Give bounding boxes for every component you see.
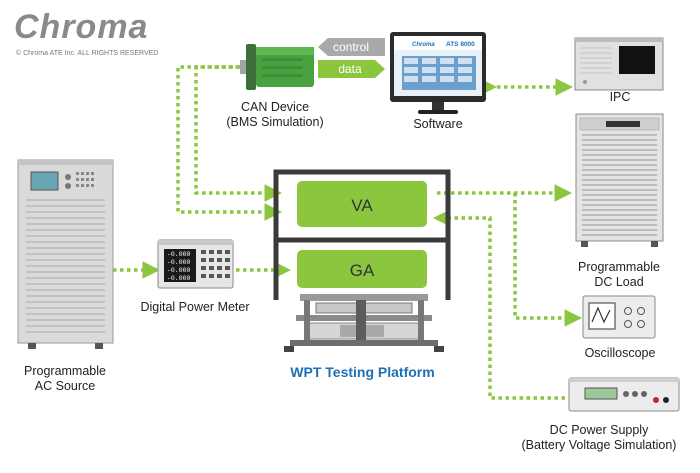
link-dcsupply-to-va: [433, 209, 565, 400]
meter-readings: -0.000 -0.000 -0.000 -0.000: [167, 251, 191, 282]
platform-title: WPT Testing Platform: [290, 364, 435, 380]
software-label: Software: [413, 117, 463, 131]
data-tag: data: [318, 60, 385, 78]
wpt-platform-frame: [273, 169, 451, 300]
oscilloscope-label: Oscilloscope: [584, 346, 656, 360]
screen-logo-text: Chroma: [412, 42, 435, 48]
meter-reading: -0.000: [167, 275, 191, 282]
copyright-text: © Chroma ATE Inc. ALL RIGHTS RESERVED: [16, 50, 159, 57]
va-label: VA: [351, 196, 373, 215]
data-tag-text: data: [338, 62, 362, 76]
can-device-label: CAN Device (BMS Simulation): [226, 100, 324, 129]
dc-load-label: Programmable DC Load: [578, 260, 660, 289]
power-meter-label: Digital Power Meter: [140, 300, 250, 314]
meter-reading: -0.000: [167, 251, 191, 258]
chroma-logo: Chroma: [14, 8, 149, 46]
link-can-to-va: [176, 65, 282, 221]
link-software-to-va: [194, 65, 282, 202]
power-meter-icon: [157, 239, 234, 289]
link-to-oscilloscope: [513, 193, 582, 327]
connection-lines: [113, 65, 582, 400]
ipc-label: IPC: [609, 90, 631, 104]
dc-load-cabinet-icon: [575, 113, 664, 247]
ac-source-label: Programmable AC Source: [24, 364, 106, 393]
software-monitor-icon: [390, 32, 486, 114]
meter-reading: -0.000: [167, 259, 191, 266]
meter-reading: -0.000: [167, 267, 191, 274]
control-tag-text: control: [333, 40, 369, 54]
can-device-icon: [240, 44, 314, 90]
ac-source-cabinet-icon: [17, 159, 114, 349]
platform-rig-icon: [284, 294, 444, 352]
control-tag: control: [318, 38, 385, 56]
ga-box: [297, 250, 427, 288]
ga-label: GA: [350, 261, 375, 280]
ipc-icon: [574, 37, 664, 91]
dc-power-supply-icon: [568, 377, 680, 412]
screen-model-text: ATS 8000: [446, 41, 475, 48]
va-box: [297, 181, 427, 227]
oscilloscope-icon: [582, 295, 656, 339]
dc-power-supply-label: DC Power Supply (Battery Voltage Simulat…: [521, 423, 677, 452]
